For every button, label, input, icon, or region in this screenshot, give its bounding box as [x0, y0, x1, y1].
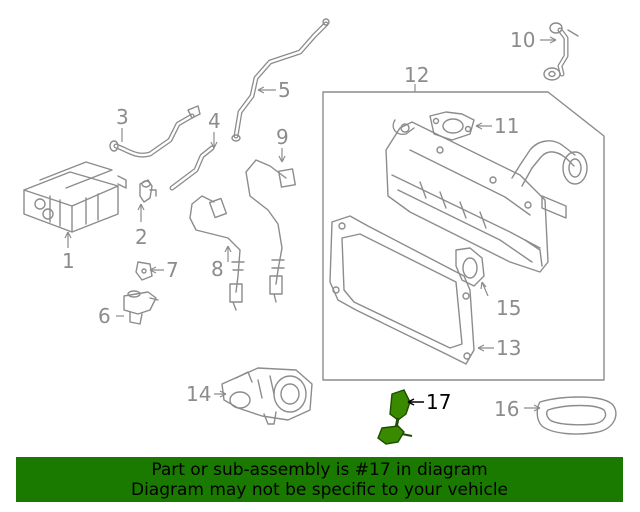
callout-4: 4: [208, 109, 221, 133]
callout-15: 15: [496, 296, 521, 320]
parts-diagram: 1 2 3 4 5 6 7 8 9 10 11 12 13 14 15 16 1…: [23, 18, 617, 445]
sensor-17-highlighted: [377, 389, 413, 445]
hose-3: [109, 105, 201, 158]
hose-16: [536, 396, 617, 435]
valve-6: [123, 290, 159, 325]
banner-line-2: Diagram may not be specific to your vehi…: [130, 479, 508, 500]
oxygen-sensor-8: [189, 195, 245, 311]
callout-14: 14: [186, 382, 211, 406]
callout-1: 1: [62, 249, 75, 273]
part-10-bracket: [543, 22, 579, 81]
callout-3: 3: [116, 105, 129, 129]
callout-17: 17: [426, 390, 451, 414]
callout-8: 8: [211, 257, 224, 281]
callout-16: 16: [494, 397, 519, 421]
assembly-12-frame: [322, 91, 605, 381]
info-banner: Part or sub-assembly is #17 in diagram D…: [16, 457, 623, 502]
valve-2: [139, 179, 157, 203]
gasket-plate-13: [329, 215, 475, 365]
leader-lines: [64, 36, 557, 412]
canister-1: [23, 161, 127, 233]
callout-5: 5: [278, 78, 291, 102]
oxygen-sensor-9: [245, 159, 296, 303]
hose-5: [231, 18, 330, 142]
egr-valve-14: [221, 367, 313, 425]
clip-7: [135, 261, 153, 281]
callout-13: 13: [496, 336, 521, 360]
callout-11: 11: [494, 114, 519, 138]
gasket-11: [429, 111, 475, 141]
callout-7: 7: [166, 258, 179, 282]
callout-12: 12: [404, 63, 429, 87]
callout-2: 2: [135, 225, 148, 249]
callout-labels: 1 2 3 4 5 6 7 8 9 10 11 12 13 14 15 16 1…: [62, 28, 535, 421]
callout-10: 10: [510, 28, 535, 52]
banner-line-1: Part or sub-assembly is #17 in diagram: [151, 459, 488, 480]
callout-9: 9: [276, 125, 289, 149]
hose-4: [169, 145, 215, 191]
gasket-15: [455, 247, 485, 287]
egr-cooler: [385, 119, 588, 273]
callout-6: 6: [98, 304, 111, 328]
